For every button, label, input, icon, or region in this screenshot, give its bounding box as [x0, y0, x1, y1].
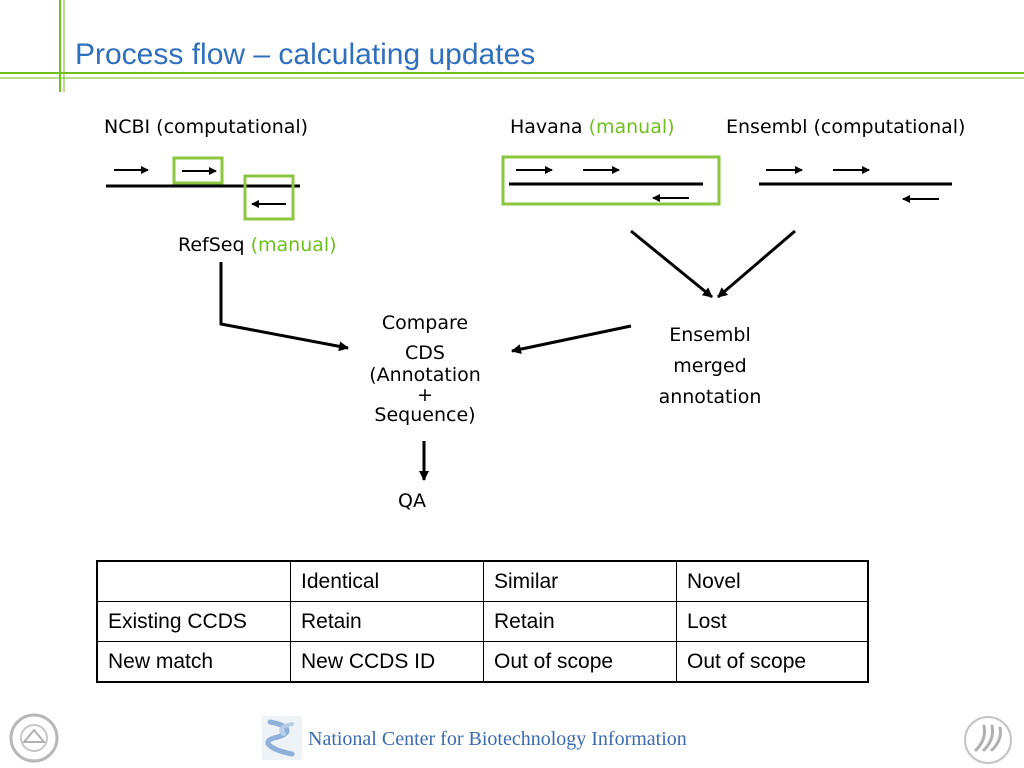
havana-to-merged-arrow [630, 229, 713, 299]
table-cell: Out of scope [676, 641, 869, 683]
ccds-outcome-table: Identical Similar Novel Existing CCDS Re… [96, 560, 869, 683]
compare-line: Compare [381, 312, 469, 334]
compare-line: (Annotation [369, 364, 481, 386]
refseq-highlight-box [172, 156, 224, 185]
hhs-eagle-icon [964, 716, 1012, 764]
havana-label: Havana (manual) [510, 116, 675, 138]
table-cell: Retain [290, 601, 484, 642]
table-cell: Lost [676, 601, 869, 642]
merged-to-compare-arrow [511, 324, 632, 355]
ncbi-label: NCBI (computational) [104, 116, 309, 138]
refseq-to-compare-arrow [219, 262, 349, 352]
table-row: New match New CCDS ID Out of scope Out o… [96, 641, 869, 683]
table-cell [96, 560, 291, 602]
refseq-highlight-box-2 [243, 174, 295, 221]
qa-node: QA [398, 490, 426, 512]
process-diagram [106, 155, 952, 481]
refseq-manual-tag: (manual) [250, 234, 337, 256]
table-cell: Out of scope [483, 641, 677, 683]
ncbi-helix-icon [262, 716, 302, 760]
merged-line: merged [673, 355, 747, 377]
compare-line: CDS [405, 342, 445, 364]
ensembl-gene-track [759, 166, 952, 203]
table-row-label: New match [96, 641, 291, 683]
havana-gene-track [501, 155, 721, 206]
nih-seal-icon [9, 713, 59, 763]
compare-cds-node: Compare CDS (Annotation + Sequence) [340, 312, 510, 426]
slide-frame [0, 0, 1024, 92]
table-cell: New CCDS ID [290, 641, 484, 683]
compare-line: + [417, 384, 433, 406]
ncbi-org-name: National Center for Biotechnology Inform… [308, 728, 687, 750]
table-row: Existing CCDS Retain Retain Lost [96, 601, 869, 642]
havana-name: Havana [510, 116, 583, 138]
table-header-cell: Identical [290, 560, 484, 602]
table-header-cell: Novel [676, 560, 869, 602]
ncbi-gene-track [106, 156, 300, 221]
ensembl-to-merged-arrow [717, 229, 796, 299]
slide-title: Process flow – calculating updates [75, 38, 536, 71]
compare-line: Sequence) [374, 404, 476, 426]
table-row-label: Existing CCDS [96, 601, 291, 642]
havana-manual-tag: (manual) [588, 116, 675, 138]
table-header-row: Identical Similar Novel [96, 560, 869, 602]
ensembl-label: Ensembl (computational) [726, 116, 966, 138]
table-cell: Retain [483, 601, 677, 642]
refseq-label: RefSeq (manual) [178, 234, 337, 256]
table-header-cell: Similar [483, 560, 677, 602]
merged-line: annotation [658, 386, 762, 408]
merged-line: Ensembl [669, 324, 751, 346]
ensembl-merged-node: Ensembl merged annotation [632, 320, 788, 413]
havana-highlight-box [501, 155, 721, 206]
refseq-name: RefSeq [178, 234, 245, 256]
